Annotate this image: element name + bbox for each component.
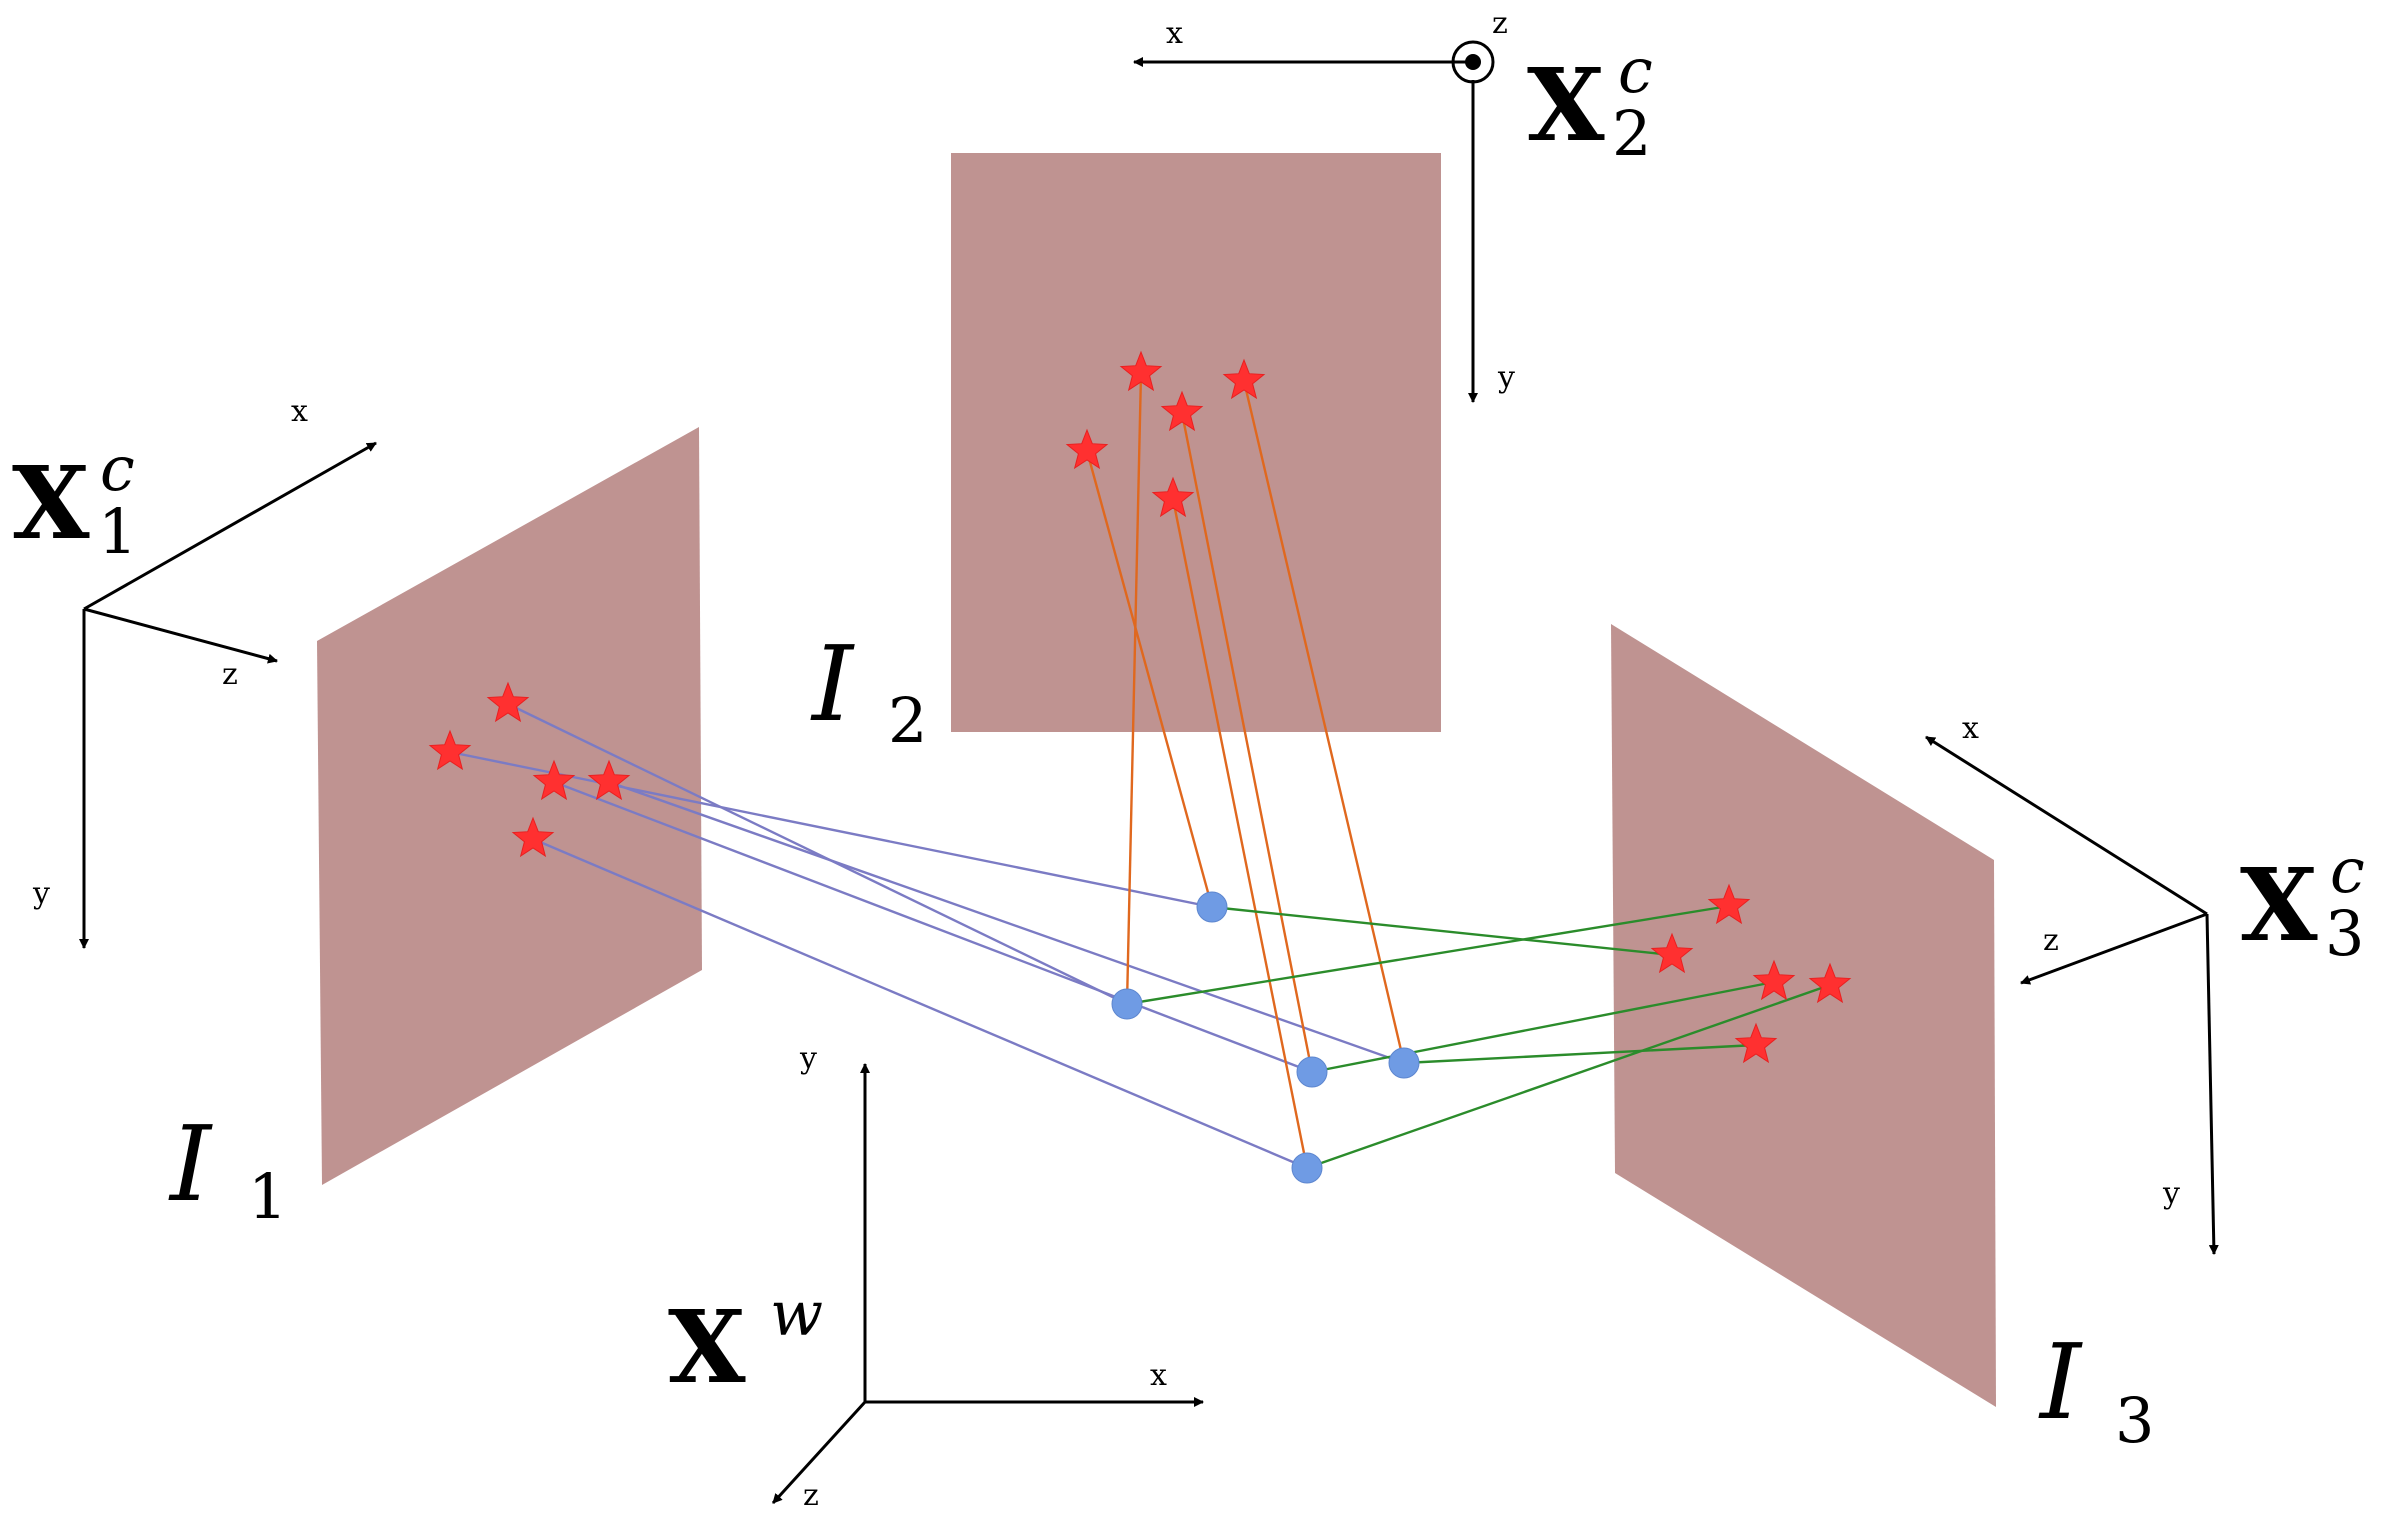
cam1-x-axis [83,441,377,611]
cam3-x-label: x [1962,711,1979,746]
ray-2-to-point-1 [1085,450,1214,908]
cam1-x-label: x [291,394,308,429]
projection-star-6 [1119,350,1163,392]
camera-2-frame: x z y X c 2 [1133,6,1653,403]
projection-star-4 [587,759,631,801]
world-point-3 [1296,1056,1328,1088]
projection-star-15 [1734,1022,1778,1064]
cam2-frame-subscript: 2 [1612,97,1651,170]
projection-star-11 [1707,883,1751,925]
cam2-y-label: y [1497,360,1515,395]
world-points [1111,891,1420,1184]
cam3-frame-subscript: 3 [2325,897,2364,970]
cam3-frame-superscript: c [2330,834,2365,907]
cam2-z-axis-out-of-page-icon [1451,40,1495,84]
cam1-frame-superscript: c [100,432,135,505]
cam1-z-label: z [222,657,238,692]
image-plane-2-label: I [810,623,855,745]
image-plane-2-subscript: 2 [888,684,927,757]
world-point-2 [1111,988,1143,1020]
ray-3-to-point-5 [1306,983,1831,1170]
image-plane-1 [317,427,702,1185]
rays-camera-3 [1126,904,1831,1170]
ray-1-to-point-5 [532,837,1308,1170]
projection-star-7 [1222,358,1266,400]
cam1-frame-label: X [12,444,90,562]
projection-star-9 [1065,428,1109,470]
world-y-label: y [799,1041,817,1076]
world-x-label: x [1150,1358,1167,1393]
cam3-y-axis [2205,913,2219,1255]
cam1-z-axis [83,607,278,664]
projected-image-points [428,350,1852,1064]
cam1-frame-subscript: 1 [98,495,137,568]
cam2-z-label: z [1492,6,1508,41]
world-z-label: z [803,1478,819,1513]
ray-3-to-point-2 [1126,904,1730,1006]
projection-star-12 [1650,932,1694,974]
rays-camera-2 [1085,372,1406,1169]
image-plane-2 [951,153,1441,732]
projection-star-1 [486,681,530,723]
ray-2-to-point-5 [1171,498,1309,1169]
camera-3-frame: x z y X c 3 [1925,711,2365,1255]
camera-1-frame: x z y X c 1 [12,394,377,949]
world-frame: y x z X w [668,1041,1204,1513]
ray-1-to-point-1 [449,750,1213,909]
image-plane-labels: I 1 I 2 I 3 [168,623,2154,1457]
world-frame-label: X [668,1288,746,1406]
image-plane-3-label: I [2038,1321,2083,1443]
world-point-4 [1388,1047,1420,1079]
projection-star-2 [428,729,472,771]
projection-star-8 [1160,390,1204,432]
cam3-y-label: y [2162,1176,2180,1211]
world-frame-superscript: w [770,1277,823,1350]
cam2-frame-superscript: c [1618,34,1653,107]
image-plane-1-label: I [168,1103,213,1225]
cam2-z-axis-dot [1465,54,1481,70]
projection-star-3 [532,759,576,801]
world-point-5 [1291,1152,1323,1184]
cam3-x-axis [1925,735,2208,916]
cam1-y-label: y [32,876,50,911]
ray-1-to-point-3 [553,780,1313,1074]
image-plane-3 [1611,624,1996,1407]
ray-2-to-point-2 [1125,372,1143,1005]
cam3-z-axis [2020,912,2208,985]
image-plane-3-subscript: 3 [2115,1384,2154,1457]
world-point-1 [1196,891,1228,923]
ray-2-to-point-3 [1180,412,1314,1073]
ray-1-to-point-4 [608,780,1405,1065]
cam3-z-label: z [2043,923,2059,958]
cam2-x-label: x [1166,16,1183,51]
projection-star-5 [511,816,555,858]
image-planes [317,153,1996,1407]
image-plane-1-subscript: 1 [248,1160,287,1233]
ray-1-to-point-2 [507,702,1128,1006]
ray-3-to-point-3 [1311,980,1775,1074]
projection-star-14 [1808,962,1852,1004]
cam2-frame-label: X [1527,46,1605,164]
rays-camera-1 [449,702,1405,1170]
projection-star-10 [1151,476,1195,518]
cam3-frame-label: X [2240,846,2318,964]
ray-3-to-point-4 [1403,1043,1757,1065]
world-z-axis [771,1400,867,1505]
ray-2-to-point-4 [1242,380,1406,1064]
projection-star-13 [1752,959,1796,1001]
ray-3-to-point-1 [1211,905,1673,957]
